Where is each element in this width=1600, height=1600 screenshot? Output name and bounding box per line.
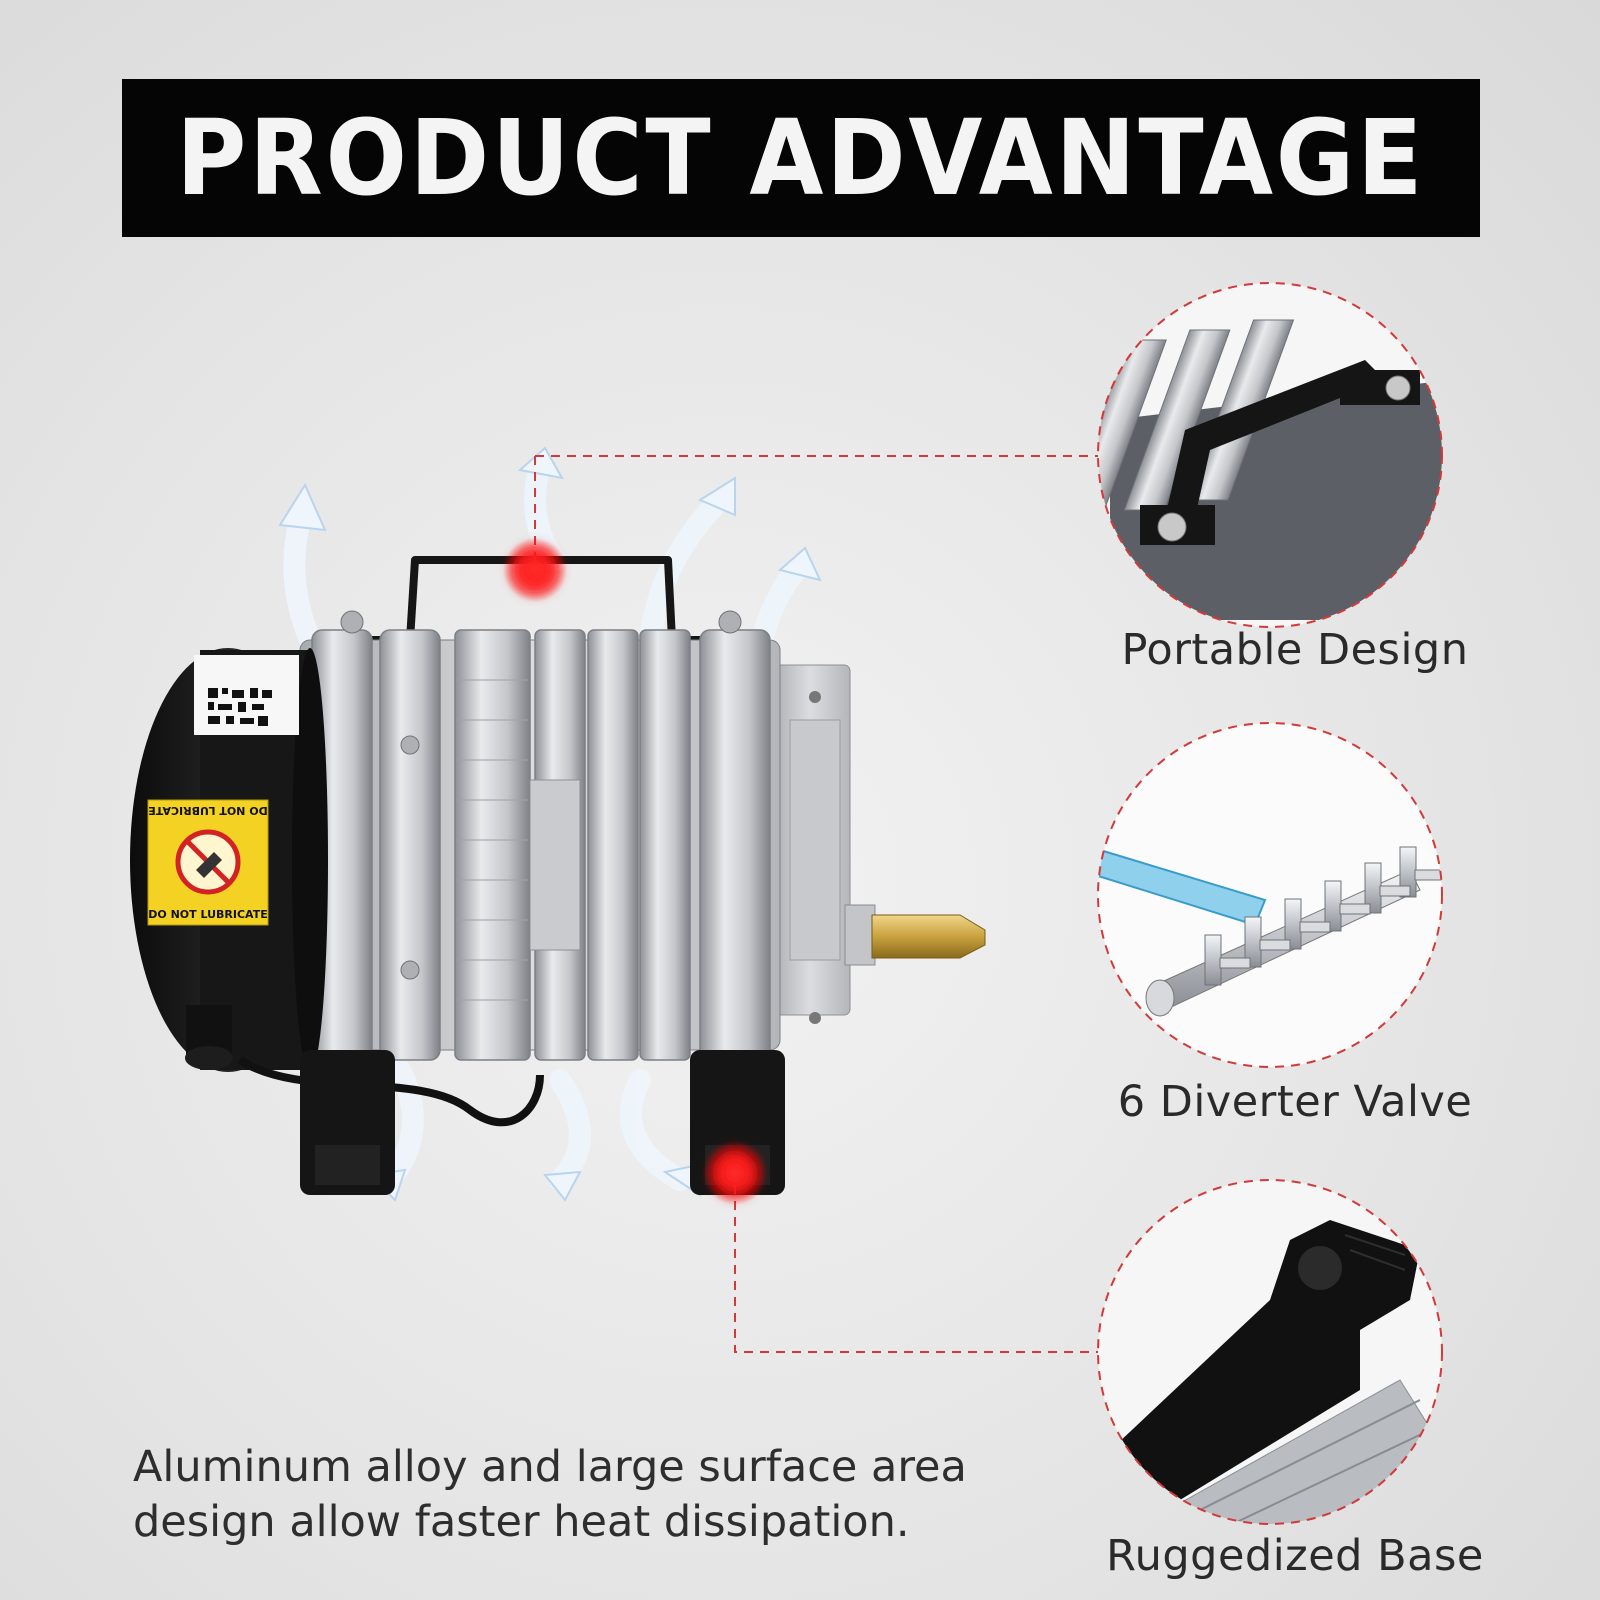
feature-label-diverter: 6 Diverter Valve [1117, 1077, 1473, 1127]
caption-line-1: Aluminum alloy and large surface area [133, 1442, 967, 1492]
cooling-fins [311, 629, 771, 1061]
title-banner: PRODUCT ADVANTAGE [122, 79, 1480, 237]
caption-line-2: design allow faster heat dissipation. [133, 1497, 910, 1547]
closeup-manifold [1098, 723, 1442, 1067]
hotspot-base [703, 1141, 767, 1205]
warning-text-top: DO NOT LUBRICATE [148, 804, 267, 817]
callout-lines [534, 455, 1098, 1353]
feature-label-portable: Portable Design [1121, 625, 1469, 675]
closeup-base [1098, 1180, 1442, 1524]
qr-code [208, 688, 272, 726]
page-title: PRODUCT ADVANTAGE [176, 97, 1426, 219]
heat-dissipation-caption: Aluminum alloy and large surface area de… [133, 1440, 1033, 1550]
brass-outlet [871, 914, 986, 959]
closeup-handle [1098, 283, 1442, 627]
warning-text-bottom: DO NOT LUBRICATE [148, 908, 267, 921]
hotspot-handle [503, 538, 567, 602]
feature-label-base: Ruggedized Base [1106, 1531, 1484, 1581]
